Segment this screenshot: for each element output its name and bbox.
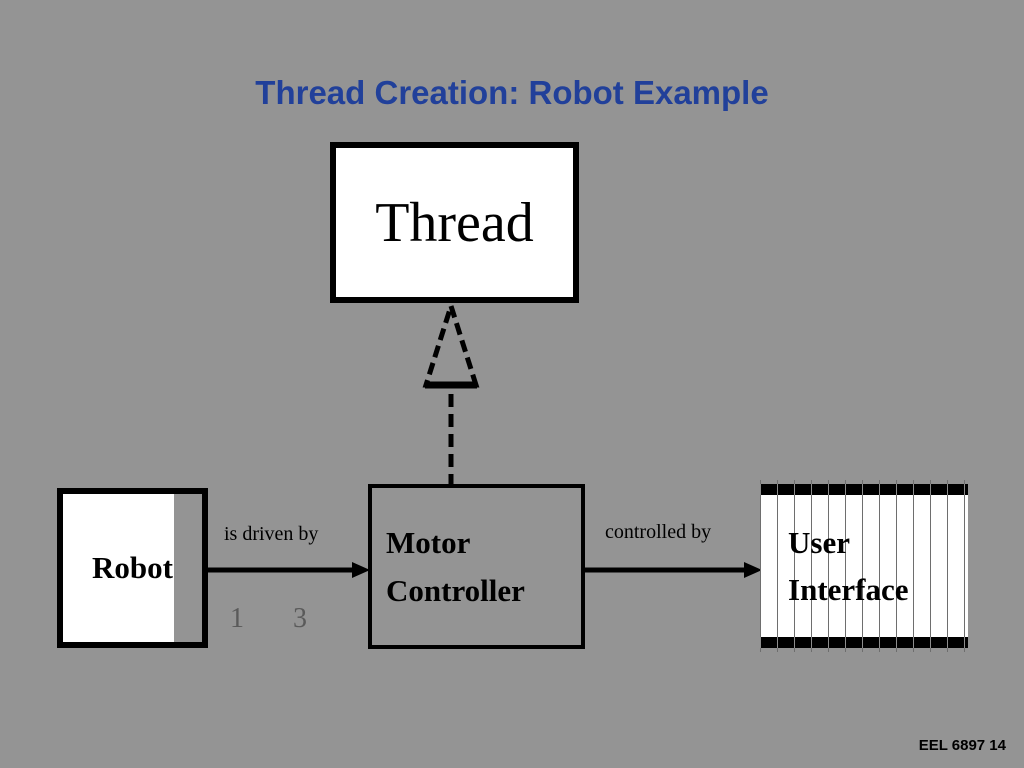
page-title: Thread Creation: Robot Example [255, 74, 769, 111]
user-interface-top-bar [760, 484, 968, 495]
edge-motor-controller-to-user-interface [585, 562, 762, 578]
class-box-thread[interactable]: Thread [330, 142, 579, 303]
edge-label-controlled-by: controlled by [605, 521, 712, 543]
user-interface-stripe-pattern [760, 480, 968, 652]
class-box-user-interface-label: User Interface [760, 484, 968, 648]
edge-robot-to-motor-controller [207, 562, 370, 578]
motor-controller-label-line2: Controller [386, 572, 525, 608]
edge-label-is-driven-by: is driven by [224, 523, 319, 545]
robot-box-fill [63, 494, 175, 642]
user-interface-label-line1: User [788, 524, 850, 560]
user-interface-label-line2: Interface [788, 572, 909, 607]
user-interface-bottom-bar-stripes [760, 637, 968, 648]
multiplicity-target-motor-controller: 3 [293, 603, 307, 634]
class-box-user-interface[interactable]: User Interface [760, 480, 968, 652]
user-interface-bottom-bar [760, 637, 968, 648]
multiplicity-source-robot: 1 [230, 603, 244, 634]
class-box-motor-controller[interactable]: Motor Controller [368, 484, 585, 649]
motor-controller-label-line1: Motor [386, 525, 471, 561]
class-box-motor-controller-label: Motor Controller [372, 488, 581, 645]
edge-motor-controller-realizes-thread [422, 297, 480, 487]
slide-footer: EEL 6897 14 [918, 737, 1006, 754]
class-box-robot-label: Robot [92, 550, 173, 585]
generalization-hollow-triangle [422, 297, 480, 388]
class-box-robot[interactable]: Robot [57, 488, 208, 648]
class-box-thread-label: Thread [375, 191, 534, 254]
user-interface-top-bar-stripes [760, 484, 968, 495]
